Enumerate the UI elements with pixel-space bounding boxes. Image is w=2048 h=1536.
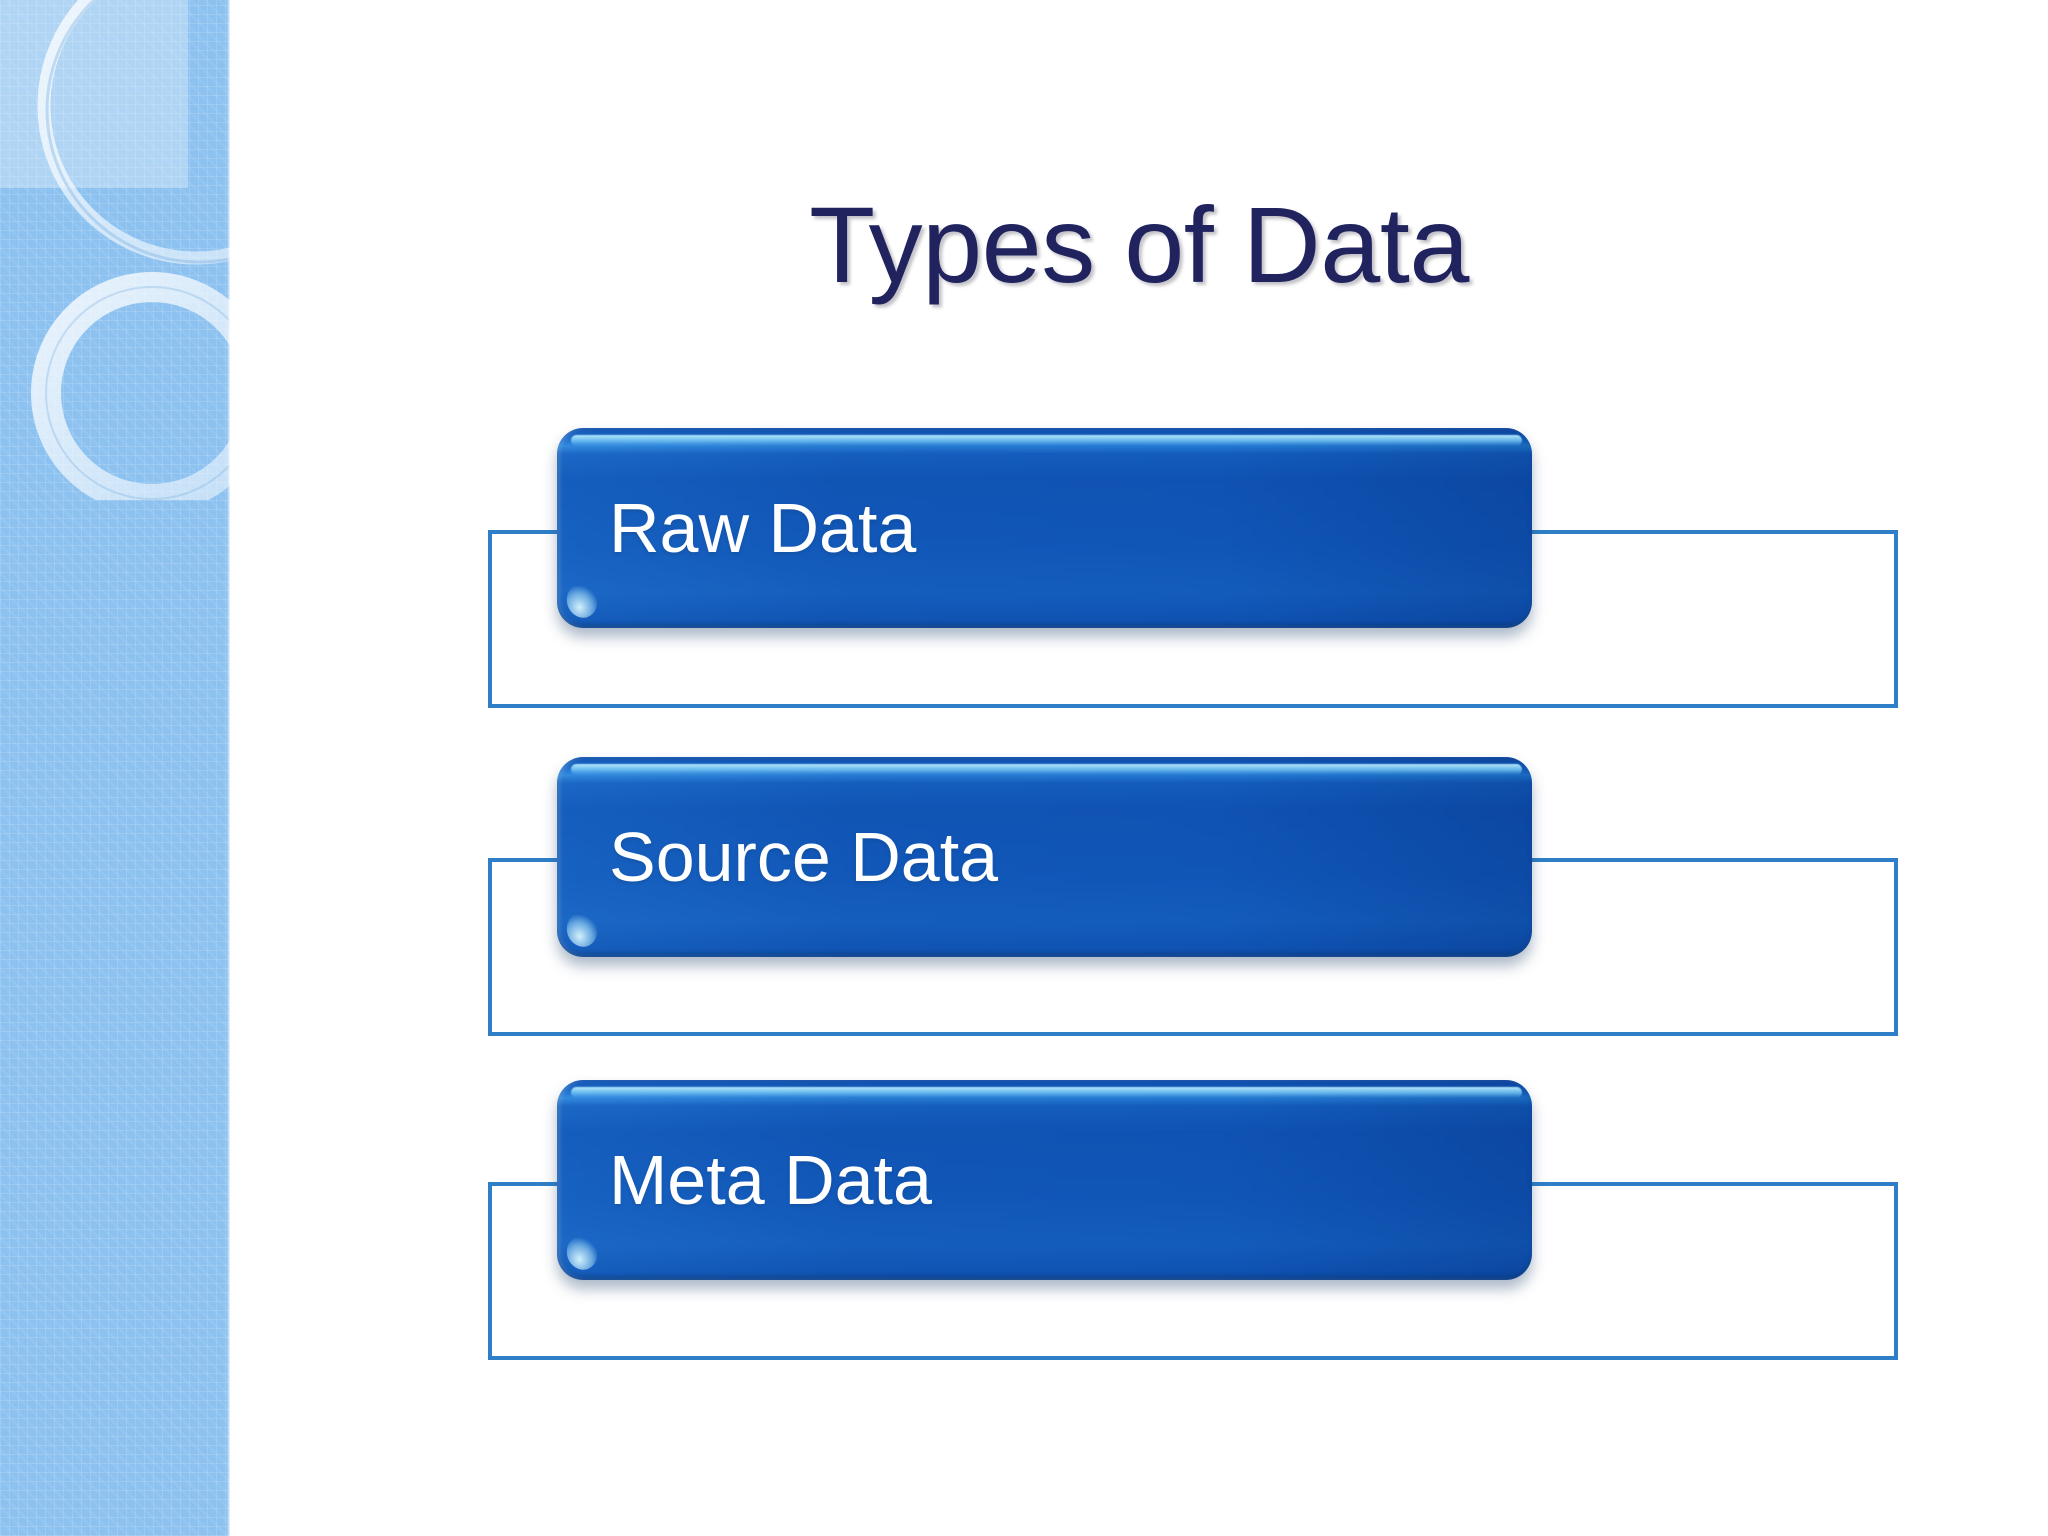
page-title: Types of Data — [809, 184, 1469, 305]
sidebar-edge — [227, 0, 230, 1536]
list-item-label: Source Data — [609, 818, 999, 896]
list-item-label: Meta Data — [609, 1141, 932, 1219]
circles-decoration-icon — [31, 0, 230, 500]
sidebar-light-patch — [0, 0, 188, 188]
list-item-label: Raw Data — [609, 489, 917, 567]
list-item[interactable]: Raw Data — [557, 428, 1532, 628]
list-item[interactable]: Source Data — [557, 757, 1532, 957]
list-item[interactable]: Meta Data — [557, 1080, 1532, 1280]
